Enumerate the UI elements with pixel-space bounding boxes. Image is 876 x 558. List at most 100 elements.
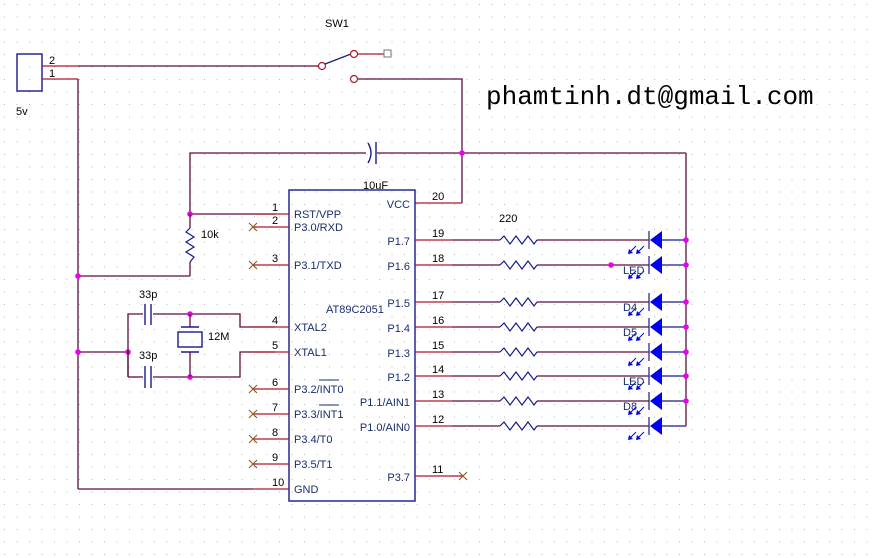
no-connect-icon [248,384,258,394]
pin-name: RST/VPP [294,209,341,221]
pin-name: P3.3/INT1 [294,409,344,421]
pin-number: 7 [272,402,278,414]
capacitor-33p-top[interactable]: 33p [139,289,157,325]
chip-pin-8: 8P3.4/T0 [248,427,333,446]
led-icon [650,343,662,361]
led-row-5[interactable] [452,343,689,366]
light-emission-icon [628,357,645,366]
led-icon [650,417,662,435]
light-emission-icon [628,270,645,279]
chip-pin-3: 3P3.1/TXD [248,253,342,272]
pin-number: 1 [272,202,278,214]
resistor-value: 10k [201,229,219,241]
capacitor-33p-bottom[interactable]: 33p [139,350,157,388]
led-label: LED [623,376,644,388]
led-icon [650,256,662,274]
led-row-2[interactable]: LED [452,256,689,279]
led-icon [650,231,662,249]
light-emission-icon [628,431,645,440]
switch-sw1[interactable]: SW1 [317,18,392,84]
pin-name: VCC [387,199,410,211]
pin-name: P1.0/AIN0 [360,422,410,434]
junction [683,324,689,330]
pin-name: GND [294,484,319,496]
led-label: LED [623,265,644,277]
led-icon [650,392,662,410]
pin-number: 16 [432,315,444,327]
pin-number: 3 [272,253,278,265]
pin-name: P1.1/AIN1 [360,397,410,409]
pin-name: P1.2 [387,372,410,384]
led-icon [650,367,662,385]
chip-pin-6: 6P3.2/INT0 [248,377,344,396]
capacitor-10uf[interactable]: 10uF [363,142,388,192]
led-row-3[interactable]: D4 [452,293,689,316]
light-emission-icon [628,332,645,341]
pin-name: P3.1/TXD [294,260,342,272]
pin-name: XTAL2 [294,322,327,334]
pin-number: 15 [432,340,444,352]
capacitor-value: 10uF [363,180,388,192]
pin-name: P3.2/INT0 [294,384,344,396]
pin-number: 20 [432,191,444,203]
junction [683,299,689,305]
wire-vcc [358,78,463,203]
resistor-220 [499,235,538,245]
junction [459,150,465,156]
pin-number: 8 [272,427,278,439]
no-connect-icon [248,459,258,469]
pin-number: 5 [272,340,278,352]
pin-number: 6 [272,377,278,389]
junction [683,262,689,268]
resistor-220 [499,297,538,307]
chip-pin-2: 2P3.0/RXD [248,215,343,234]
pin-name: P1.3 [387,348,410,360]
pin-name: P1.7 [387,236,410,248]
pin-number: 19 [432,228,444,240]
led-label: D5 [623,327,637,339]
led-row-6[interactable]: LED [452,367,689,390]
pin-name: P1.6 [387,261,410,273]
light-emission-icon [628,381,645,390]
pin-number: 2 [272,215,278,227]
author-email: phamtinh.dt@gmail.com [486,82,814,112]
switch-ref: SW1 [325,18,349,30]
capacitor-value: 33p [139,289,157,301]
pin-number: 14 [432,364,444,376]
junction [683,398,689,404]
pin-number: 4 [272,315,278,327]
crystal-12m[interactable]: 12M [177,314,229,377]
resistor-220 [499,421,538,431]
wire-reset-top [189,152,366,214]
resistor-220 [499,322,538,332]
pin-number: 13 [432,389,444,401]
no-connect-icon [248,409,258,419]
chip-at89c2051[interactable]: AT89C2051 [288,189,416,502]
pin-number: 11 [432,464,443,476]
led-row-4[interactable]: D5 [452,318,689,341]
pin-name: P1.5 [387,298,410,310]
power-connector[interactable]: 2 1 5v [16,53,78,118]
pin-name: P1.4 [387,323,410,335]
led-row-7[interactable]: D8 [452,392,689,415]
junction [75,349,81,355]
resistor-10k[interactable]: 10k [184,214,219,276]
junction [608,262,614,268]
resistor-220 [499,396,538,406]
junction [683,349,689,355]
light-emission-icon [628,307,645,316]
connector-pin-2: 2 [49,55,55,67]
no-connect-icon [248,260,258,270]
led-row-1[interactable] [452,231,689,254]
chip-pin-7: 7P3.3/INT1 [248,402,344,421]
no-connect-icon [458,471,468,481]
led-row-8[interactable] [452,417,686,440]
pin-name: P3.0/RXD [294,222,343,234]
light-emission-icon [628,406,645,415]
